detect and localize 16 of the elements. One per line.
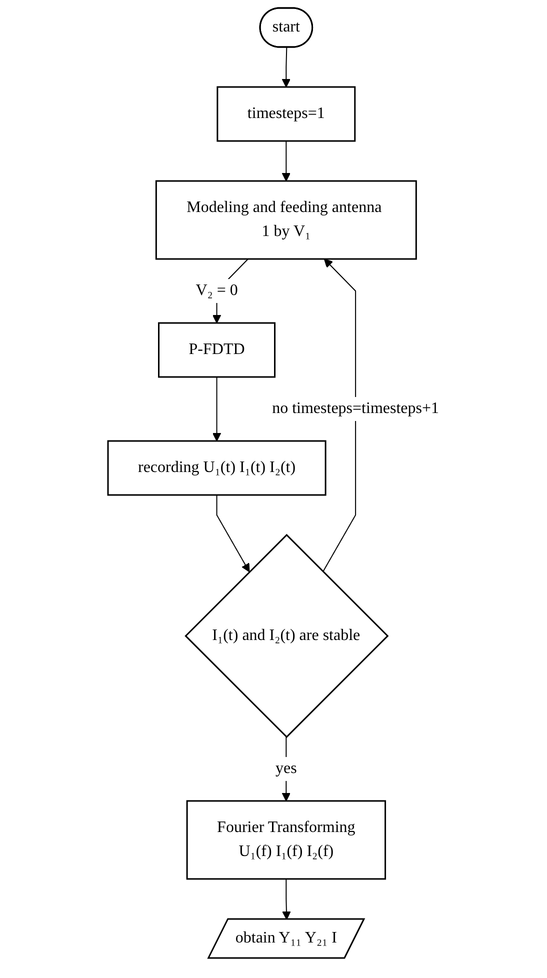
node-box: timesteps=1 [216,86,356,142]
edge-label: yes [275,760,297,777]
node-box: Fourier Transforming U₁(f) I₁(f) I₂(f) [186,800,386,880]
node-box: recording U₁(t) I₁(t) I₂(t) [107,440,326,496]
arrow [282,47,291,88]
arrow [282,736,291,802]
edge-label: V₂ = 0 [196,282,238,299]
arrow [322,258,356,572]
edge-label: no timesteps=timesteps+1 [272,400,439,417]
node-diamond: I₁(t) and I₂(t) are stable [184,534,389,738]
arrow [282,140,291,182]
arrow [282,878,291,920]
node-box: P-FDTD [158,322,276,378]
arrow [216,494,250,572]
node-box: Modeling and feeding antenna 1 by V₁ [155,180,417,260]
arrow [212,376,222,442]
